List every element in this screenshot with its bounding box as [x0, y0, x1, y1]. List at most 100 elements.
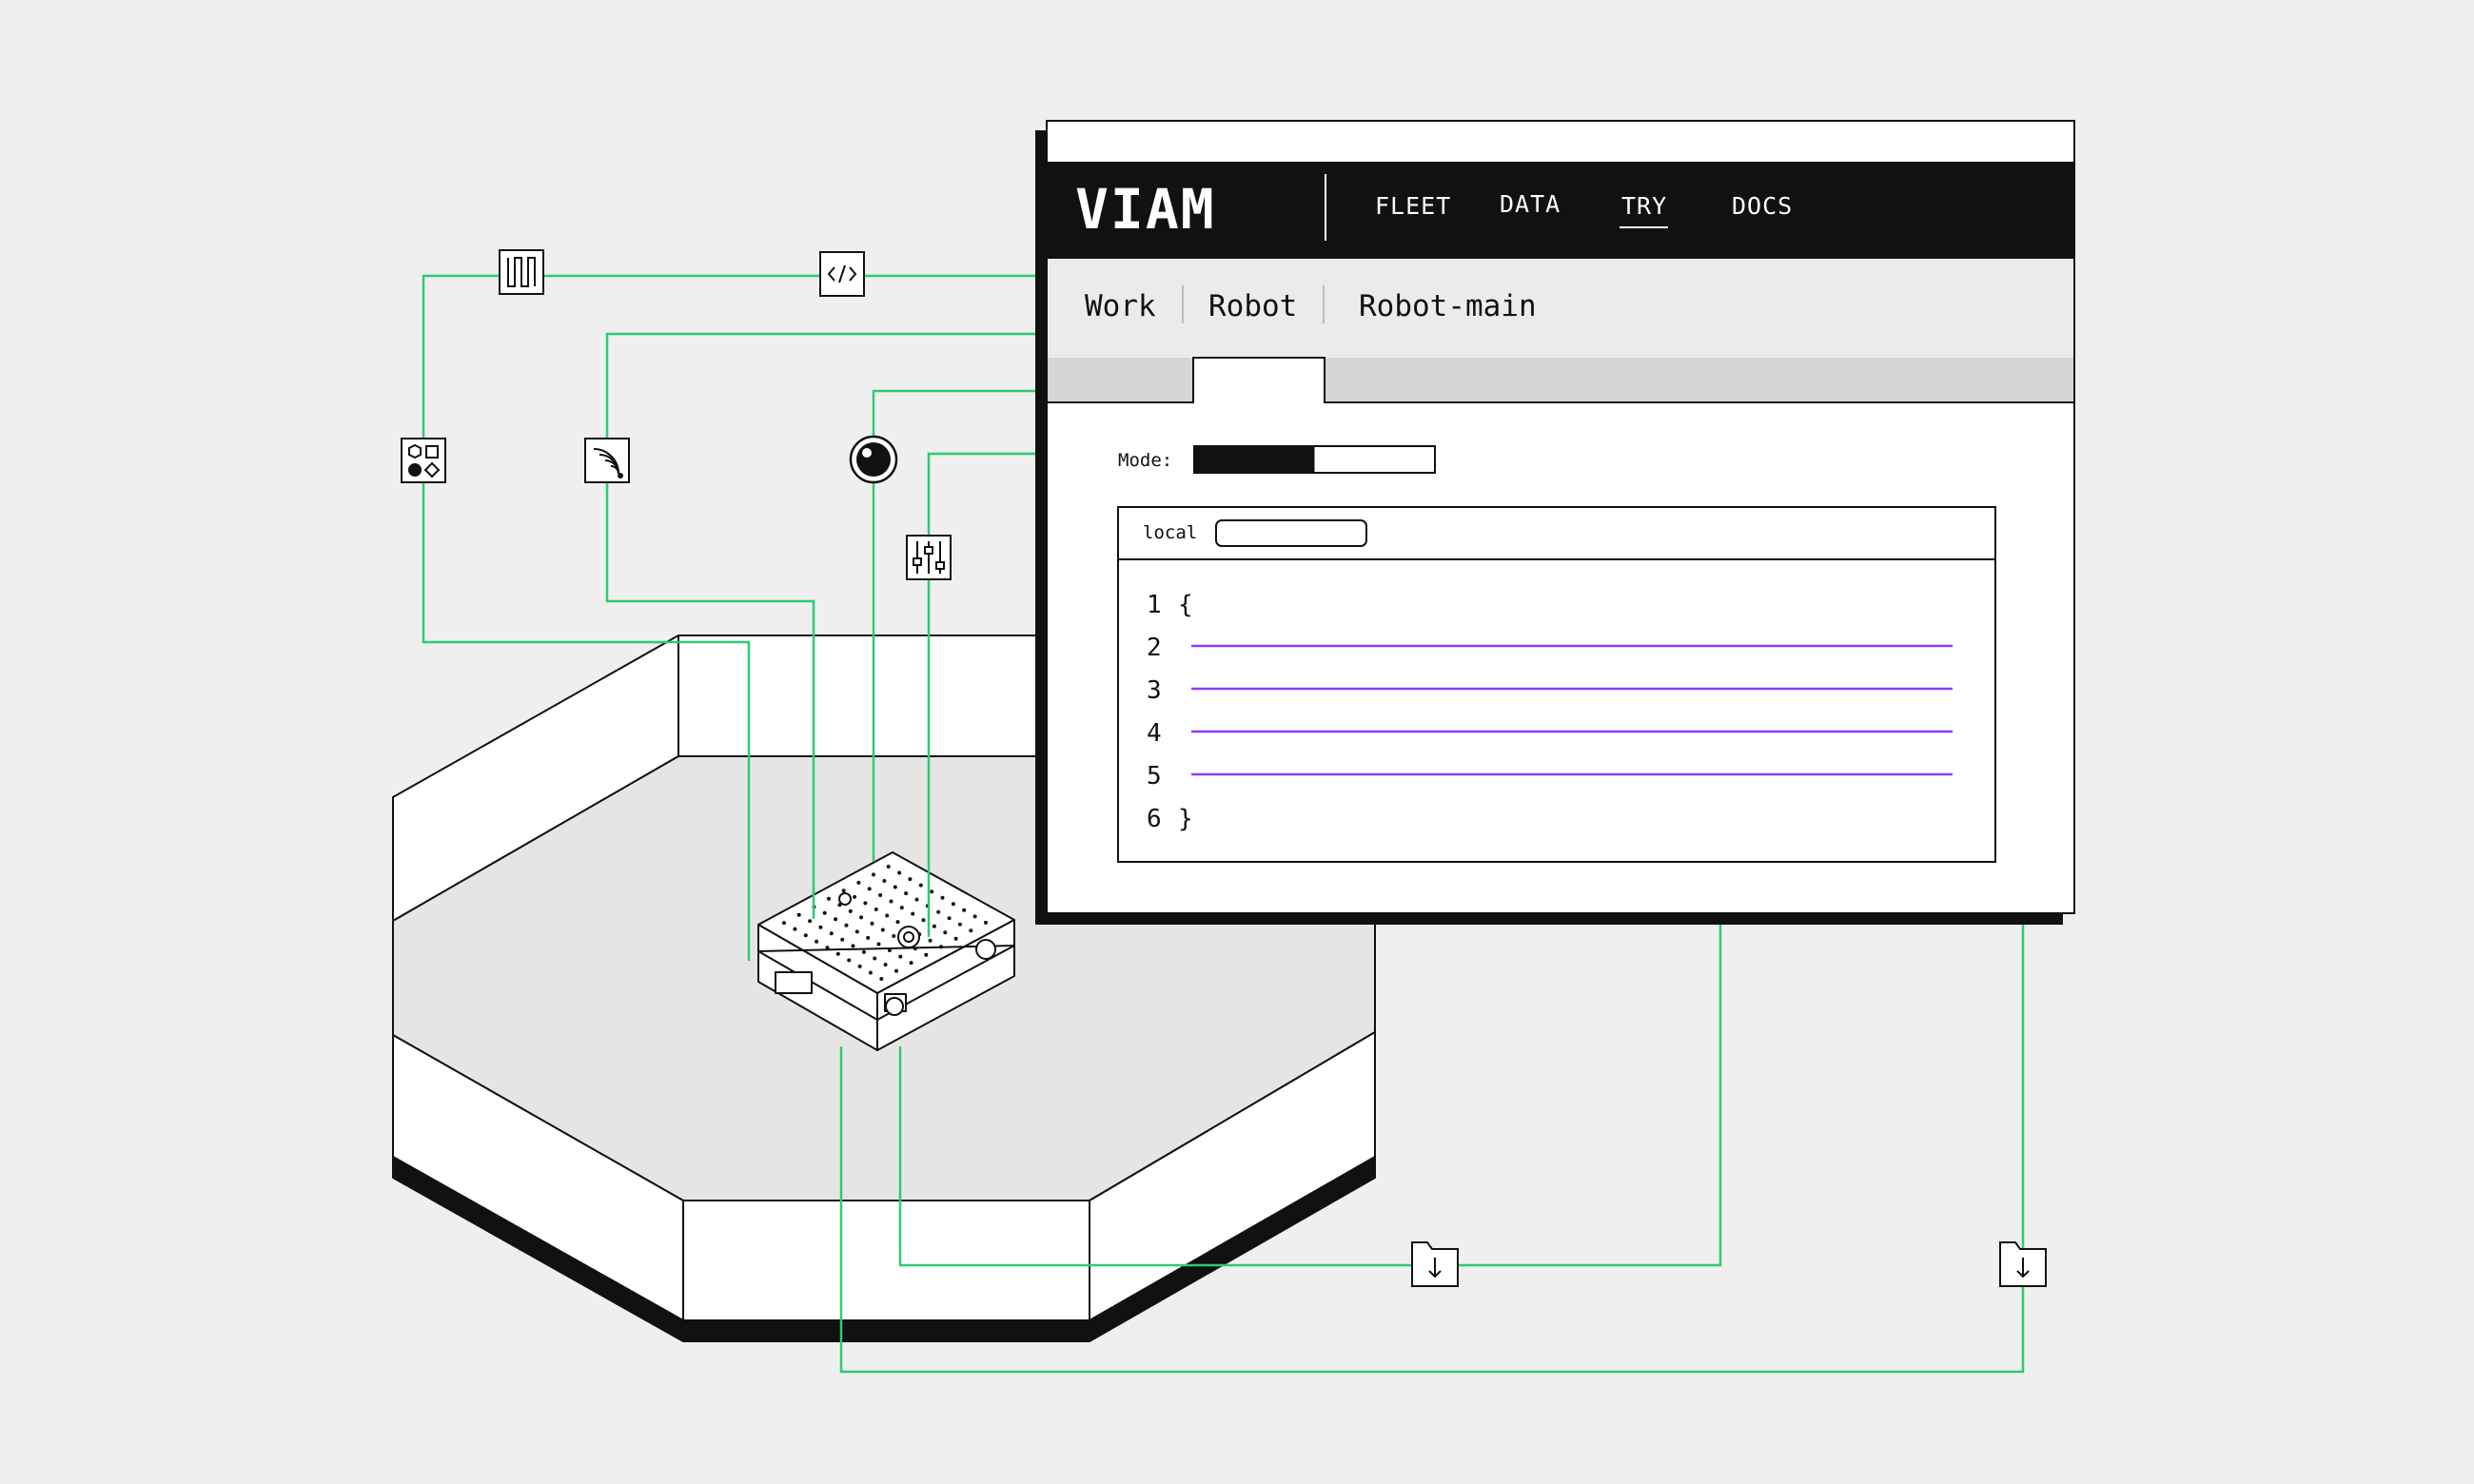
board-hole	[880, 928, 885, 932]
code-text: {	[1178, 591, 1193, 619]
board-hole	[904, 891, 909, 896]
code-text: }	[1178, 805, 1193, 833]
download-folder-icon	[1999, 1241, 2047, 1287]
nav-item-try[interactable]: TRY	[1621, 192, 1667, 220]
top-nav-bar	[1047, 162, 2074, 259]
app-window: VIAM FLEET DATA TRY DOCS Work Robot Robo…	[1035, 120, 2075, 925]
board-hole	[895, 920, 900, 925]
board-hole	[854, 929, 859, 934]
board-hole	[841, 888, 846, 893]
editor-name-field[interactable]	[1215, 519, 1367, 547]
board-hole	[883, 963, 888, 967]
line-number: 4	[1147, 719, 1162, 748]
board-hole	[808, 919, 813, 924]
nav-item-docs[interactable]: DOCS	[1732, 192, 1793, 220]
board-hole	[848, 908, 853, 913]
board-hole	[909, 961, 913, 966]
sensor-waves-icon	[584, 438, 630, 483]
robot-board	[757, 851, 1015, 1051]
board-hole	[870, 921, 874, 926]
board-hole	[863, 901, 868, 906]
board-hole	[897, 870, 902, 875]
board-hole	[851, 944, 855, 948]
connector-lines	[422, 274, 2025, 1374]
board-hole	[953, 936, 958, 941]
board-hole	[951, 902, 955, 907]
board-hole	[872, 872, 875, 877]
board-hole	[815, 939, 819, 944]
board-hole	[840, 937, 845, 942]
board-hole	[918, 883, 923, 888]
mode-toggle[interactable]	[1193, 445, 1436, 474]
code-icon	[819, 251, 865, 297]
board-hole	[932, 924, 936, 928]
board-hole	[857, 964, 862, 968]
board-hole	[866, 935, 871, 940]
editor-tab-label[interactable]: local	[1143, 522, 1197, 543]
board-hole	[911, 911, 915, 916]
board-hole	[894, 968, 898, 973]
board-hole	[834, 917, 838, 922]
board-hole	[856, 880, 861, 885]
shapes-icon	[401, 438, 446, 483]
breadcrumb-item-robot-main[interactable]: Robot-main	[1359, 289, 1537, 323]
board-hole	[803, 933, 808, 938]
board-hole	[908, 877, 913, 882]
viam-logo[interactable]: VIAM	[1075, 177, 1216, 242]
board-hole	[873, 956, 877, 961]
board-hole	[853, 894, 857, 899]
board-hole	[835, 951, 840, 956]
board-hole	[936, 909, 941, 914]
board-hole	[930, 889, 934, 894]
board-hole	[924, 952, 929, 957]
board-hole	[825, 946, 830, 950]
board-hole	[837, 903, 842, 908]
board-hole	[818, 925, 823, 929]
board-hole	[885, 913, 890, 918]
board-hole	[984, 920, 988, 925]
board-hole	[822, 910, 827, 915]
active-tab[interactable]	[1192, 357, 1325, 403]
breadcrumb-item-work[interactable]: Work	[1085, 289, 1156, 323]
board-hole	[882, 879, 887, 883]
board-hole	[889, 899, 893, 904]
serpentine-icon	[499, 249, 544, 295]
line-number: 3	[1147, 676, 1162, 705]
mode-label: Mode:	[1118, 450, 1172, 471]
board-hole	[867, 887, 872, 891]
line-number: 2	[1147, 634, 1162, 662]
board-hole	[947, 916, 952, 921]
board-hole	[829, 931, 834, 936]
board-hole	[861, 949, 866, 954]
board-hole	[914, 897, 919, 902]
board-hole	[782, 921, 786, 926]
line-number: 6	[1147, 805, 1162, 833]
board-hole	[886, 865, 891, 869]
board-hole	[876, 942, 881, 947]
line-number: 5	[1147, 762, 1162, 791]
board-hole	[899, 906, 904, 910]
board-hole	[892, 934, 896, 938]
nav-item-fleet[interactable]: FLEET	[1375, 192, 1451, 220]
board-hole	[893, 885, 897, 889]
board-hole	[874, 908, 878, 911]
board-hole	[921, 918, 926, 923]
board-hole	[878, 893, 883, 897]
download-folder-icon	[1411, 1241, 1459, 1287]
nav-item-data[interactable]: DATA	[1500, 190, 1561, 218]
board-hole	[939, 945, 943, 949]
camera-icon	[849, 435, 898, 484]
board-hole	[827, 896, 831, 901]
board-hole	[859, 915, 864, 920]
board-hole	[972, 914, 977, 919]
board-hole	[844, 923, 849, 928]
board-hole	[887, 948, 892, 952]
board-hole	[943, 930, 948, 935]
code-editor: local 1 { 2 3 4 5 6 }	[1117, 506, 1996, 863]
breadcrumb-item-robot[interactable]: Robot	[1208, 289, 1297, 323]
board-hole	[898, 954, 903, 959]
board-hole	[957, 922, 962, 927]
board-hole	[868, 970, 873, 975]
board-hole	[940, 895, 945, 900]
